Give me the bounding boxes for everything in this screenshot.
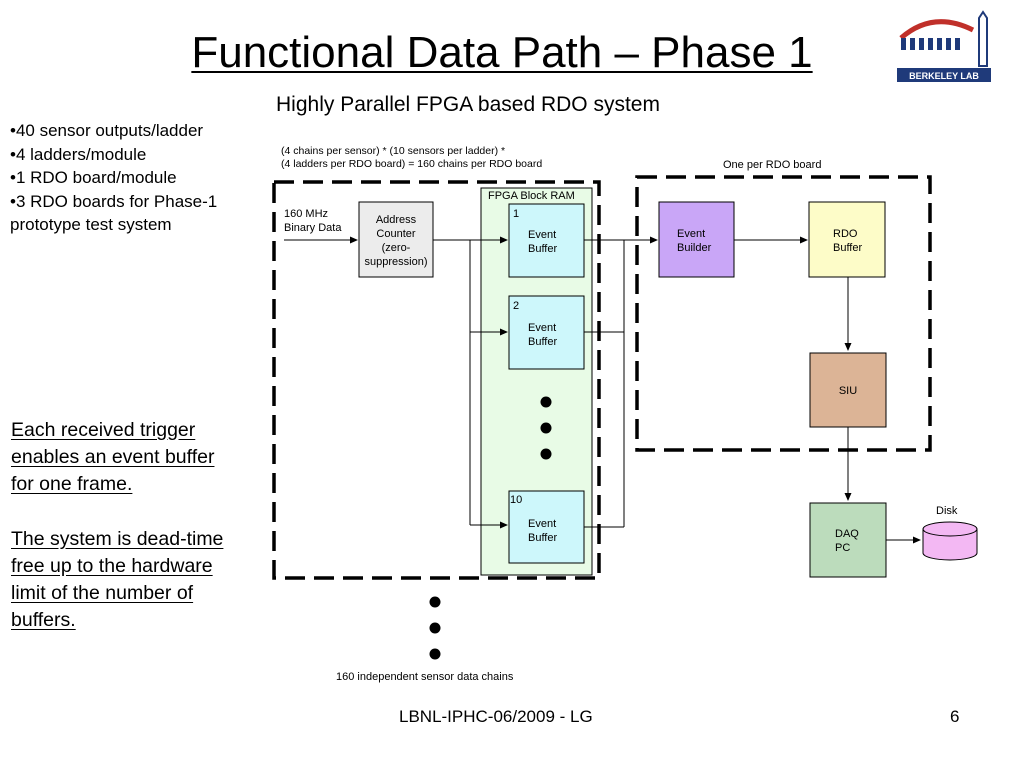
event-buffer-1 [508,203,585,278]
address-counter-line-2: Counter [376,228,415,240]
note-line: for one frame. [11,473,133,495]
event-buffer-1-index: 1 [513,208,519,220]
bullet-list: •40 sensor outputs/ladder •4 ladders/mod… [10,119,217,237]
rdo-buffer-line-1: RDO [833,228,858,240]
slide-subtitle: Highly Parallel FPGA based RDO system [276,93,660,116]
disk-icon [922,521,978,561]
event-buffer-2-index: 2 [513,300,519,312]
bullet-item: prototype test system [10,215,172,234]
footer-text: LBNL-IPHC-06/2009 - LG [399,707,593,726]
fpga-block-ram-label: FPGA Block RAM [488,190,575,202]
sensor-module-boundary [272,180,601,580]
note-line: limit of the number of [11,582,194,604]
logo-text: BERKELEY LAB [909,71,979,81]
input-label-line-1: 160 MHz [284,208,328,220]
event-builder-line-2: Builder [677,242,712,254]
rdo-board-boundary [635,175,932,452]
disk-label: Disk [936,505,958,517]
note-line: enables an event buffer [11,446,215,468]
event-builder-box [658,201,735,278]
logo-banner [897,68,991,82]
dead-time-note: The system is dead-time free up to the h… [11,526,223,634]
daq-pc-line-1: DAQ [835,528,859,540]
berkeley-lab-logo: BERKELEY LAB [897,10,991,82]
rdo-buffer-line-2: Buffer [833,242,862,254]
rdo-buffer-box [808,201,886,278]
event-buffer-10-label-2: Buffer [528,532,557,544]
buffer-ellipsis [540,396,552,460]
bullet-item: •40 sensor outputs/ladder [10,121,204,140]
event-buffer-2-label-1: Event [528,322,556,334]
address-counter-line-4: suppression) [365,256,428,268]
event-buffer-10-label-1: Event [528,518,556,530]
event-buffer-10 [508,490,585,564]
chains-footer-label: 160 independent sensor data chains [336,671,514,683]
event-buffer-10-index: 10 [510,494,522,506]
bullet-item: •3 RDO boards for Phase-1 [10,191,218,211]
page-number: 6 [950,707,960,726]
chains-note-line-1: (4 chains per sensor) * (10 sensors per … [281,145,505,157]
address-counter-line-1: Address [376,214,417,226]
logo-arc [899,19,975,40]
event-buffer-2-label-2: Buffer [528,336,557,348]
daq-pc-line-2: PC [835,542,850,554]
logo-pillars [901,38,960,50]
trigger-note: Each received trigger enables an event b… [11,417,214,498]
event-buffer-1-label-1: Event [528,229,556,241]
slide-title: Functional Data Path – Phase 1 [191,28,813,77]
rdo-board-note: One per RDO board [723,159,821,171]
event-builder-line-1: Event [677,228,705,240]
address-counter-box [358,201,434,278]
chains-note-line-2: (4 ladders per RDO board) = 160 chains p… [281,158,542,170]
address-counter-line-3: (zero- [382,242,411,254]
note-line: The system is dead-time [11,528,224,550]
logo-tower [978,10,988,67]
event-buffer-2 [508,295,585,370]
note-line: free up to the hardware [11,555,213,577]
bullet-item: •4 ladders/module [10,144,147,164]
siu-label: SIU [839,385,857,397]
chain-ellipsis [429,596,441,660]
bullet-item: •1 RDO board/module [10,168,177,187]
note-line: Each received trigger [11,419,196,441]
input-label-line-2: Binary Data [284,222,342,234]
daq-pc-box [809,502,887,578]
note-line: buffers. [11,609,76,631]
event-buffer-1-label-2: Buffer [528,243,557,255]
data-path-diagram: (4 chains per sensor) * (10 sensors per … [272,145,978,683]
